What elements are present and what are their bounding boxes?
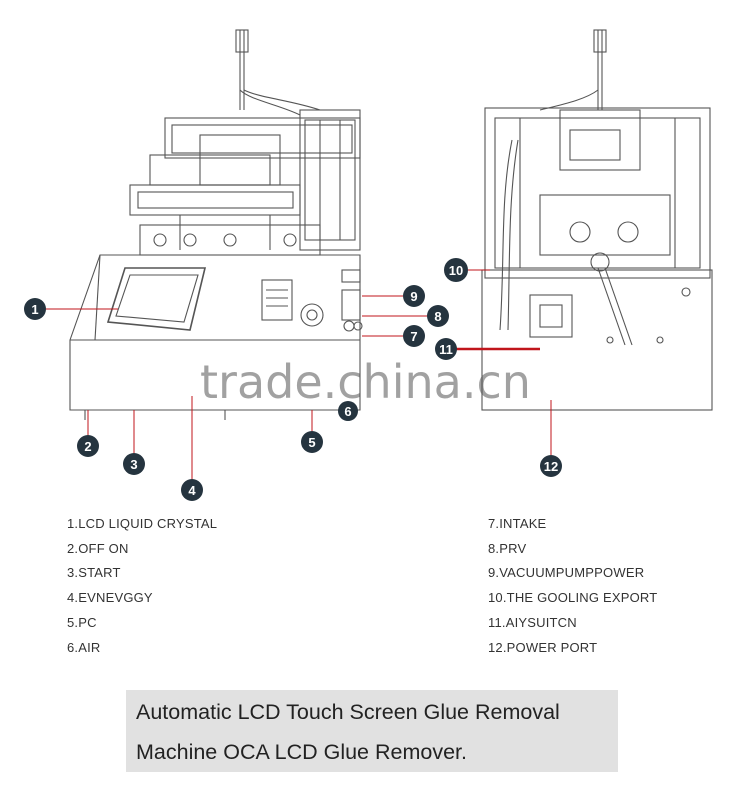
svg-text:2: 2 <box>84 439 91 454</box>
caption-line: Automatic LCD Touch Screen Glue Removal <box>136 700 560 724</box>
callout-1: 1 <box>24 298 46 320</box>
svg-text:4: 4 <box>188 483 196 498</box>
product-caption: Automatic LCD Touch Screen Glue Removal … <box>126 690 618 772</box>
svg-text:8: 8 <box>434 309 441 324</box>
legend-item: 10.THE GOOLING EXPORT <box>488 590 658 606</box>
legend-item: 3.START <box>67 565 121 581</box>
callout-4: 4 <box>181 479 203 501</box>
legend-item: 2.OFF ON <box>67 540 129 556</box>
callout-7: 7 <box>403 325 425 347</box>
callout-3: 3 <box>123 453 145 475</box>
front-view-machine <box>69 29 363 420</box>
legend-item: 1.LCD LIQUID CRYSTAL <box>67 516 218 531</box>
legend-item: 9.VACUUMPUMPPOWER <box>488 565 645 581</box>
legend-item: 8.PRV <box>488 540 527 556</box>
callout-6: 6 <box>338 401 358 421</box>
caption-line: Machine OCA LCD Glue Remover. <box>136 740 467 764</box>
callout-5: 5 <box>301 431 323 453</box>
legend-item: 5.PC <box>67 614 97 630</box>
svg-text:10: 10 <box>449 263 463 278</box>
callout-9: 9 <box>403 285 425 307</box>
machine-diagram: trade.china.cn 1 2 3 4 5 6 7 8 9 10 <box>24 29 713 501</box>
svg-text:11: 11 <box>439 342 453 357</box>
callout-8: 8 <box>427 305 449 327</box>
callout-2: 2 <box>77 435 99 457</box>
svg-text:12: 12 <box>544 459 558 474</box>
svg-text:9: 9 <box>410 289 417 304</box>
svg-text:1: 1 <box>31 302 38 317</box>
legend-left: 1.LCD LIQUID CRYSTAL 2.OFF ON 3.START 4.… <box>67 512 217 660</box>
legend-item: 11.AIYSUITCN <box>488 614 577 630</box>
legend-item: 6.AIR <box>67 639 101 655</box>
svg-text:5: 5 <box>308 435 315 450</box>
svg-text:7: 7 <box>410 329 417 344</box>
legend-right: 7.INTAKE 8.PRV 9.VACUUMPUMPPOWER 10.THE … <box>488 512 657 660</box>
watermark: trade.china.cn <box>200 355 531 409</box>
legend-item: 7.INTAKE <box>488 516 547 531</box>
svg-text:6: 6 <box>344 404 351 419</box>
callout-12: 12 <box>540 455 562 477</box>
legend-item: 4.EVNEVGGY <box>67 590 153 606</box>
svg-text:3: 3 <box>130 457 137 472</box>
legend-item: 12.POWER PORT <box>488 639 598 655</box>
rear-view-machine <box>481 29 713 411</box>
callout-11: 11 <box>435 338 457 360</box>
leader-lines <box>46 269 552 480</box>
callout-10: 10 <box>444 258 468 282</box>
